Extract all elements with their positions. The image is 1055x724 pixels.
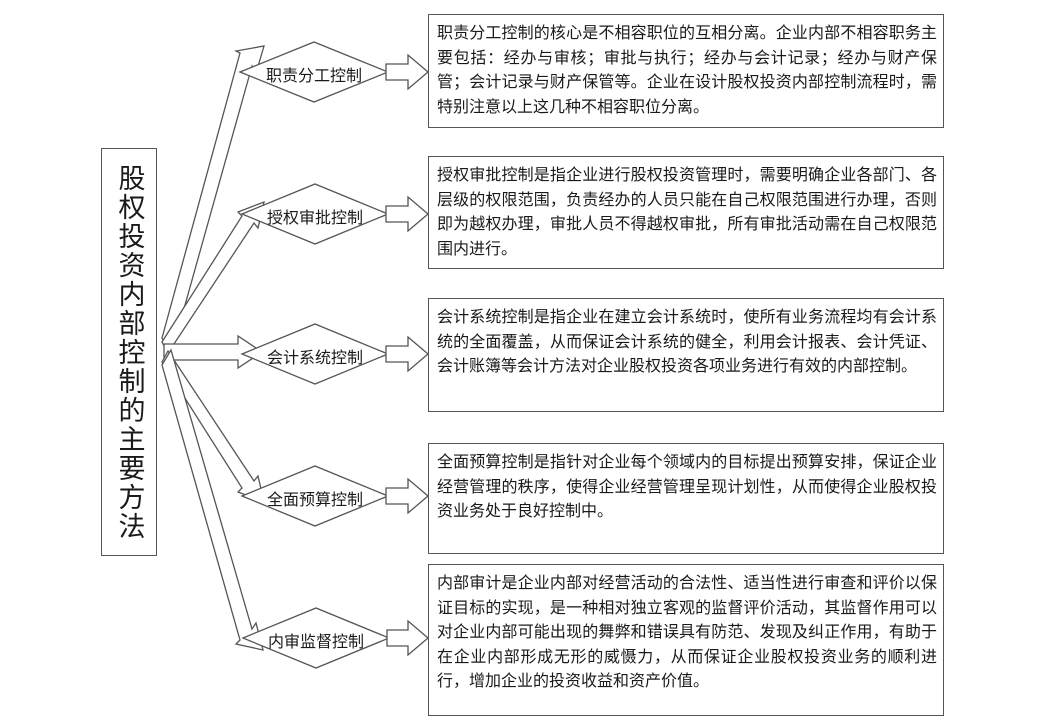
method-description-2: 授权审批控制是指企业进行股权投资管理时，需要明确企业各部门、各层级的权限范围，负… (437, 165, 937, 258)
method-description-1: 职责分工控制的核心是不相容职位的互相分离。企业内部不相容职务主要包括：经办与审核… (437, 23, 937, 116)
branch-arrow-3 (163, 334, 264, 370)
method-description-box-4: 全面预算控制是指针对企业每个领域内的目标提出预算安排，保证企业经营管理的秩序，使… (428, 443, 944, 554)
branch-arrow-5 (161, 348, 264, 651)
block-arrow-1 (385, 53, 430, 91)
block-arrow-2 (385, 195, 430, 233)
method-description-box-2: 授权审批控制是指企业进行股权投资管理时，需要明确企业各部门、各层级的权限范围，负… (428, 156, 944, 269)
root-topic-box: 股权投资内部控制的主要方法 (101, 148, 157, 556)
block-arrow-5 (386, 619, 430, 657)
method-description-5: 内部审计是企业内部对经营活动的合法性、适当性进行审查和评价以保证目标的实现，是一… (437, 573, 937, 690)
method-description-box-1: 职责分工控制的核心是不相容职位的互相分离。企业内部不相容职务主要包括：经办与审核… (428, 14, 944, 128)
branch-arrow-1 (161, 45, 265, 357)
method-description-4: 全面预算控制是指针对企业每个领域内的目标提出预算安排，保证企业经营管理的秩序，使… (437, 452, 937, 520)
method-description-box-3: 会计系统控制是指企业在建立会计系统时，使所有业务流程均有会计系统的全面覆盖，从而… (428, 298, 944, 412)
branch-arrow-2 (161, 200, 265, 355)
block-arrow-3 (385, 335, 430, 373)
root-topic-title: 股权投资内部控制的主要方法 (113, 163, 145, 541)
method-label-4: 全面预算控制 (267, 490, 364, 509)
method-label-5: 内审监督控制 (268, 632, 365, 651)
block-arrow-4 (385, 477, 430, 515)
method-description-box-5: 内部审计是企业内部对经营活动的合法性、适当性进行审查和评价以保证目标的实现，是一… (428, 564, 944, 716)
method-label-3: 会计系统控制 (267, 348, 364, 367)
method-label-1: 职责分工控制 (266, 66, 363, 85)
method-description-3: 会计系统控制是指企业在建立会计系统时，使所有业务流程均有会计系统的全面覆盖，从而… (437, 307, 937, 375)
method-label-2: 授权审批控制 (267, 208, 364, 227)
